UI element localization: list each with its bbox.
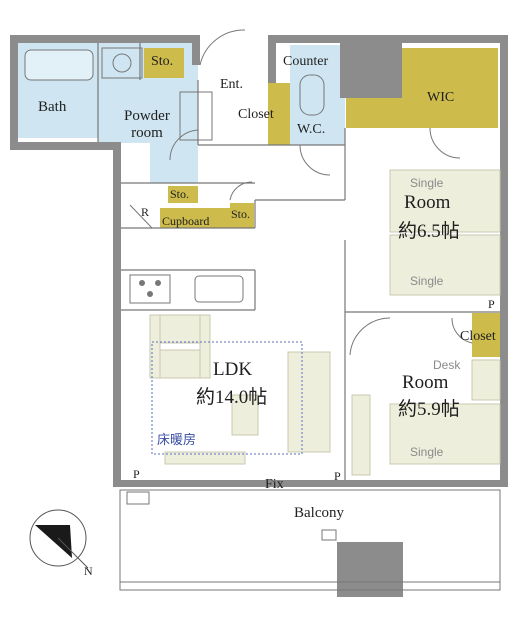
p-top-label: P: [488, 297, 495, 311]
closet-room2-label: Closet: [460, 329, 496, 344]
powder-room-lower: [150, 143, 198, 183]
fix-label: Fix: [265, 477, 284, 492]
bath-label: Bath: [38, 99, 67, 115]
ldk-name: LDK: [213, 359, 253, 380]
room1-beds: [389, 169, 501, 296]
floor-heating-label: 床暖房: [157, 433, 197, 448]
washer-drum: [112, 53, 132, 73]
sto-right-fill: [230, 203, 254, 228]
wic-label: WIC: [427, 90, 455, 105]
floor-heating-zone: [151, 341, 303, 455]
sto-top-fill: [144, 48, 184, 78]
bathtub: [24, 49, 94, 81]
ent-label: Ent.: [220, 77, 243, 92]
closet-entry-fill: [268, 83, 290, 145]
ldk-size: 約14.0帖: [196, 387, 268, 408]
door-swings: [169, 29, 473, 356]
washing-machine: [101, 47, 143, 79]
cupboard-fill: [160, 208, 230, 228]
sto-mid-label: Sto.: [170, 187, 190, 201]
ldk-furniture: [149, 314, 331, 465]
wc-area: [290, 45, 345, 145]
balcony-label: Balcony: [294, 505, 344, 521]
sink: [194, 275, 244, 303]
room1-name: Room: [404, 192, 451, 213]
walls: [10, 35, 508, 597]
room1-bed-bottom-label: Single: [410, 274, 444, 288]
refrigerator-diagonal: [129, 204, 153, 229]
balcony-lines: [119, 489, 501, 591]
sto-right-label: Sto.: [231, 207, 251, 221]
powder-room-label: Powder room: [124, 108, 170, 141]
room2-furniture: [351, 359, 501, 476]
room1-size: 約6.5帖: [398, 221, 460, 242]
washbasin: [179, 91, 213, 141]
room2-name: Room: [402, 372, 449, 393]
room2-bed-label: Single: [410, 445, 444, 459]
p-left-label: P: [133, 467, 140, 481]
interior-lines: [97, 43, 500, 480]
toilet: [299, 74, 325, 116]
counter-label: Counter: [283, 54, 329, 69]
refrigerator-label: R: [141, 205, 150, 219]
room1-bed-top-label: Single: [410, 176, 444, 190]
cupboard-label: Cupboard: [162, 214, 210, 228]
room2-size: 約5.9帖: [398, 399, 460, 420]
closet-entry-label: Closet: [238, 107, 274, 122]
desk-label: Desk: [433, 358, 461, 372]
p-right-label: P: [334, 469, 341, 483]
wc-label: W.C.: [297, 122, 326, 137]
north-label: N: [84, 564, 93, 578]
stove: [129, 274, 171, 304]
north-arrow: [29, 509, 89, 569]
burners: [139, 280, 161, 297]
sto-top-label: Sto.: [151, 54, 174, 69]
sto-mid-fill: [168, 186, 198, 203]
